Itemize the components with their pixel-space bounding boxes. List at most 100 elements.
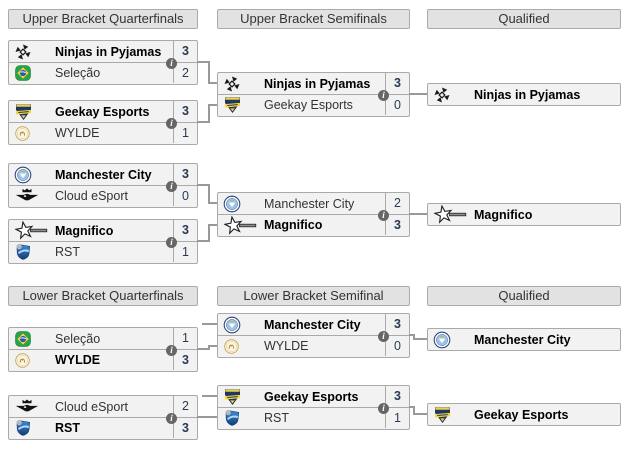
connector-line: [413, 406, 415, 415]
team-name: Seleção: [55, 66, 101, 80]
team-name: RST: [55, 421, 80, 435]
connector-line: [197, 121, 210, 123]
match-info-icon[interactable]: i: [378, 90, 389, 101]
connector-line: [197, 184, 210, 186]
team-name: WYLDE: [55, 353, 101, 367]
team-name: RST: [264, 411, 289, 425]
match-info-icon[interactable]: i: [166, 118, 177, 129]
connector-line: [208, 82, 217, 84]
match-ub-qf-3: Manchester City 3 Cloud eSport 0 i: [8, 163, 198, 208]
match-lb-sf-2: Geekay Esports 3 RST 1 i: [217, 385, 410, 430]
connector-line: [197, 416, 217, 418]
connector-line: [208, 104, 217, 106]
team-name: Manchester City: [264, 317, 361, 332]
connector-line: [208, 224, 217, 226]
team-row[interactable]: Geekay Esports 3: [9, 101, 197, 122]
team-row[interactable]: Cloud eSport 0: [9, 185, 197, 206]
team-row[interactable]: Geekay Esports 0: [218, 94, 409, 115]
match-info-icon[interactable]: i: [378, 331, 389, 342]
connector-line: [197, 61, 210, 63]
geekay-esports-logo-icon: [218, 388, 264, 406]
team-row[interactable]: Magnifico 3: [9, 220, 197, 241]
match-info-icon[interactable]: i: [166, 58, 177, 69]
match-ub-qf-4: Magnifico 3 RST 1 i: [8, 219, 198, 264]
team-score: 3: [385, 215, 409, 235]
manchester-city-logo-icon: [218, 195, 264, 213]
geekay-esports-logo-icon: [9, 103, 55, 121]
connector-line: [409, 406, 415, 408]
match-ub-qf-2: Geekay Esports 3 WYLDE 1 i: [8, 100, 198, 145]
header-lower-quarterfinals: Lower Bracket Quarterfinals: [8, 286, 198, 306]
team-score: 0: [385, 95, 409, 115]
team-row[interactable]: Ninjas in Pyjamas 3: [9, 41, 197, 62]
team-row[interactable]: Geekay Esports 3: [218, 386, 409, 407]
header-upper-semifinals: Upper Bracket Semifinals: [217, 9, 410, 29]
qualified-team-name: Ninjas in Pyjamas: [474, 87, 581, 102]
team-name: Ninjas in Pyjamas: [264, 76, 371, 91]
cloud-esport-logo-icon: [9, 398, 55, 416]
match-ub-qf-1: Ninjas in Pyjamas 3 Seleção 2 i: [8, 40, 198, 85]
team-score: 1: [173, 242, 197, 262]
team-row[interactable]: Cloud eSport 2: [9, 396, 197, 417]
manchester-city-logo-icon: [218, 316, 264, 334]
team-score: 1: [173, 328, 197, 349]
header-upper-quarterfinals: Upper Bracket Quarterfinals: [8, 9, 198, 29]
connector-line: [208, 104, 210, 123]
match-info-icon[interactable]: i: [378, 403, 389, 414]
team-name: Cloud eSport: [55, 399, 128, 414]
team-score: 0: [385, 336, 409, 356]
rst-logo-icon: [218, 409, 264, 427]
team-row[interactable]: Seleção 2: [9, 62, 197, 83]
team-score: 3: [385, 386, 409, 407]
header-lower-semifinal: Lower Bracket Semifinal: [217, 286, 410, 306]
team-name: Magnifico: [55, 223, 114, 238]
qualified-team-manchester-city[interactable]: Manchester City: [427, 328, 621, 351]
match-info-icon[interactable]: i: [166, 237, 177, 248]
qualified-team-ninjas-in-pyjamas[interactable]: Ninjas in Pyjamas: [427, 83, 621, 106]
team-name: Manchester City: [55, 167, 152, 182]
selecao-logo-icon: [9, 330, 55, 348]
match-info-icon[interactable]: i: [378, 210, 389, 221]
team-score: 3: [173, 418, 197, 438]
wylde-logo-icon: [9, 125, 55, 142]
team-name: WYLDE: [55, 126, 100, 140]
team-score: 1: [173, 123, 197, 143]
team-row[interactable]: WYLDE 1: [9, 122, 197, 143]
team-row[interactable]: RST 3: [9, 417, 197, 438]
header-qualified-lower: Qualified: [427, 286, 621, 306]
match-info-icon[interactable]: i: [166, 345, 177, 356]
match-ub-sf-1: Ninjas in Pyjamas 3 Geekay Esports 0 i: [217, 72, 410, 117]
rst-logo-icon: [9, 243, 55, 261]
team-row[interactable]: Magnifico 3: [218, 214, 409, 235]
team-row[interactable]: Manchester City 3: [9, 164, 197, 185]
team-name: Magnifico: [264, 218, 323, 232]
connector-line: [208, 61, 210, 84]
connector-line: [208, 345, 210, 350]
team-row[interactable]: Ninjas in Pyjamas 3: [218, 73, 409, 94]
team-name: Seleção: [55, 331, 101, 346]
ninjas-in-pyjamas-logo-icon: [9, 43, 55, 61]
team-score: 3: [385, 314, 409, 335]
connector-line: [413, 413, 427, 415]
wylde-logo-icon: [218, 338, 264, 355]
qualified-team-magnifico[interactable]: Magnifico: [427, 203, 621, 226]
team-row[interactable]: Seleção 1: [9, 328, 197, 349]
team-row[interactable]: WYLDE 3: [9, 349, 197, 370]
qualified-team-geekay-esports[interactable]: Geekay Esports: [427, 403, 621, 426]
match-info-icon[interactable]: i: [166, 413, 177, 424]
team-row[interactable]: RST 1: [218, 407, 409, 428]
magnifico-logo-icon: [428, 205, 474, 224]
connector-line: [413, 334, 415, 340]
team-score: 3: [173, 220, 197, 241]
connector-line: [413, 338, 427, 340]
team-row[interactable]: RST 1: [9, 241, 197, 262]
team-score: 3: [173, 164, 197, 185]
team-row[interactable]: WYLDE 0: [218, 335, 409, 356]
wylde-logo-icon: [9, 352, 55, 369]
team-score: 2: [173, 396, 197, 417]
team-score: 2: [173, 63, 197, 83]
team-row[interactable]: Manchester City 3: [218, 314, 409, 335]
team-row[interactable]: Manchester City 2: [218, 193, 409, 214]
match-info-icon[interactable]: i: [166, 181, 177, 192]
